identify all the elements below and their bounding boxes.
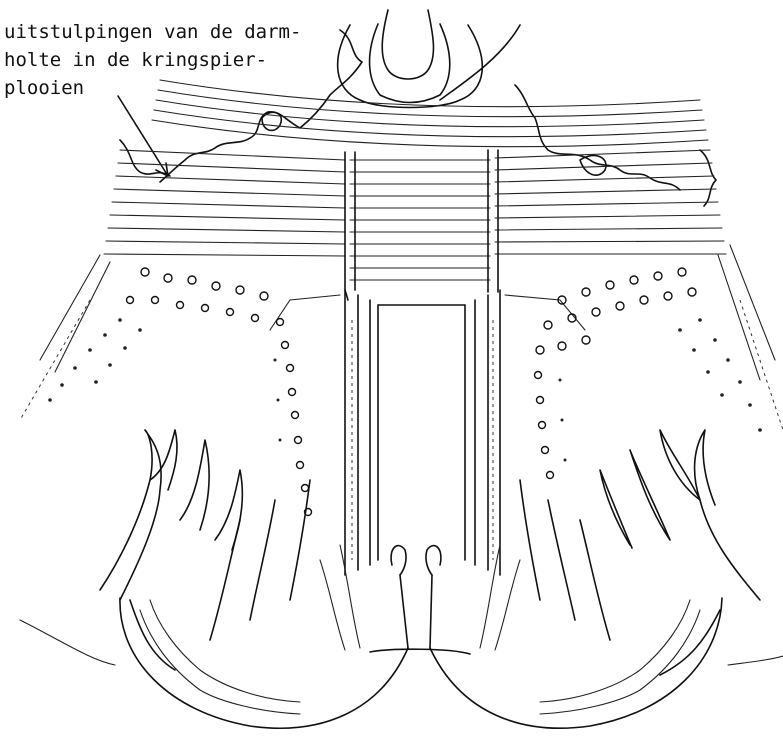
lower-lobes (20, 546, 783, 729)
branching-folds-left (100, 430, 310, 670)
central-lumen (345, 290, 500, 575)
annotation-line-2: holte in de kringspier- (4, 49, 267, 71)
circular-muscle-layer (104, 80, 726, 280)
annotation-line-3: plooien (4, 77, 84, 99)
branching-folds-right (520, 430, 760, 675)
top-tube (338, 10, 520, 108)
annotation-line-1: uitstulpingen van de darm- (4, 21, 301, 43)
annotation-label: uitstulpingen van de darm- holte in de k… (4, 21, 301, 99)
outer-side-walls (20, 245, 783, 430)
stipple-specks (48, 318, 762, 461)
villous-lining (140, 545, 700, 714)
